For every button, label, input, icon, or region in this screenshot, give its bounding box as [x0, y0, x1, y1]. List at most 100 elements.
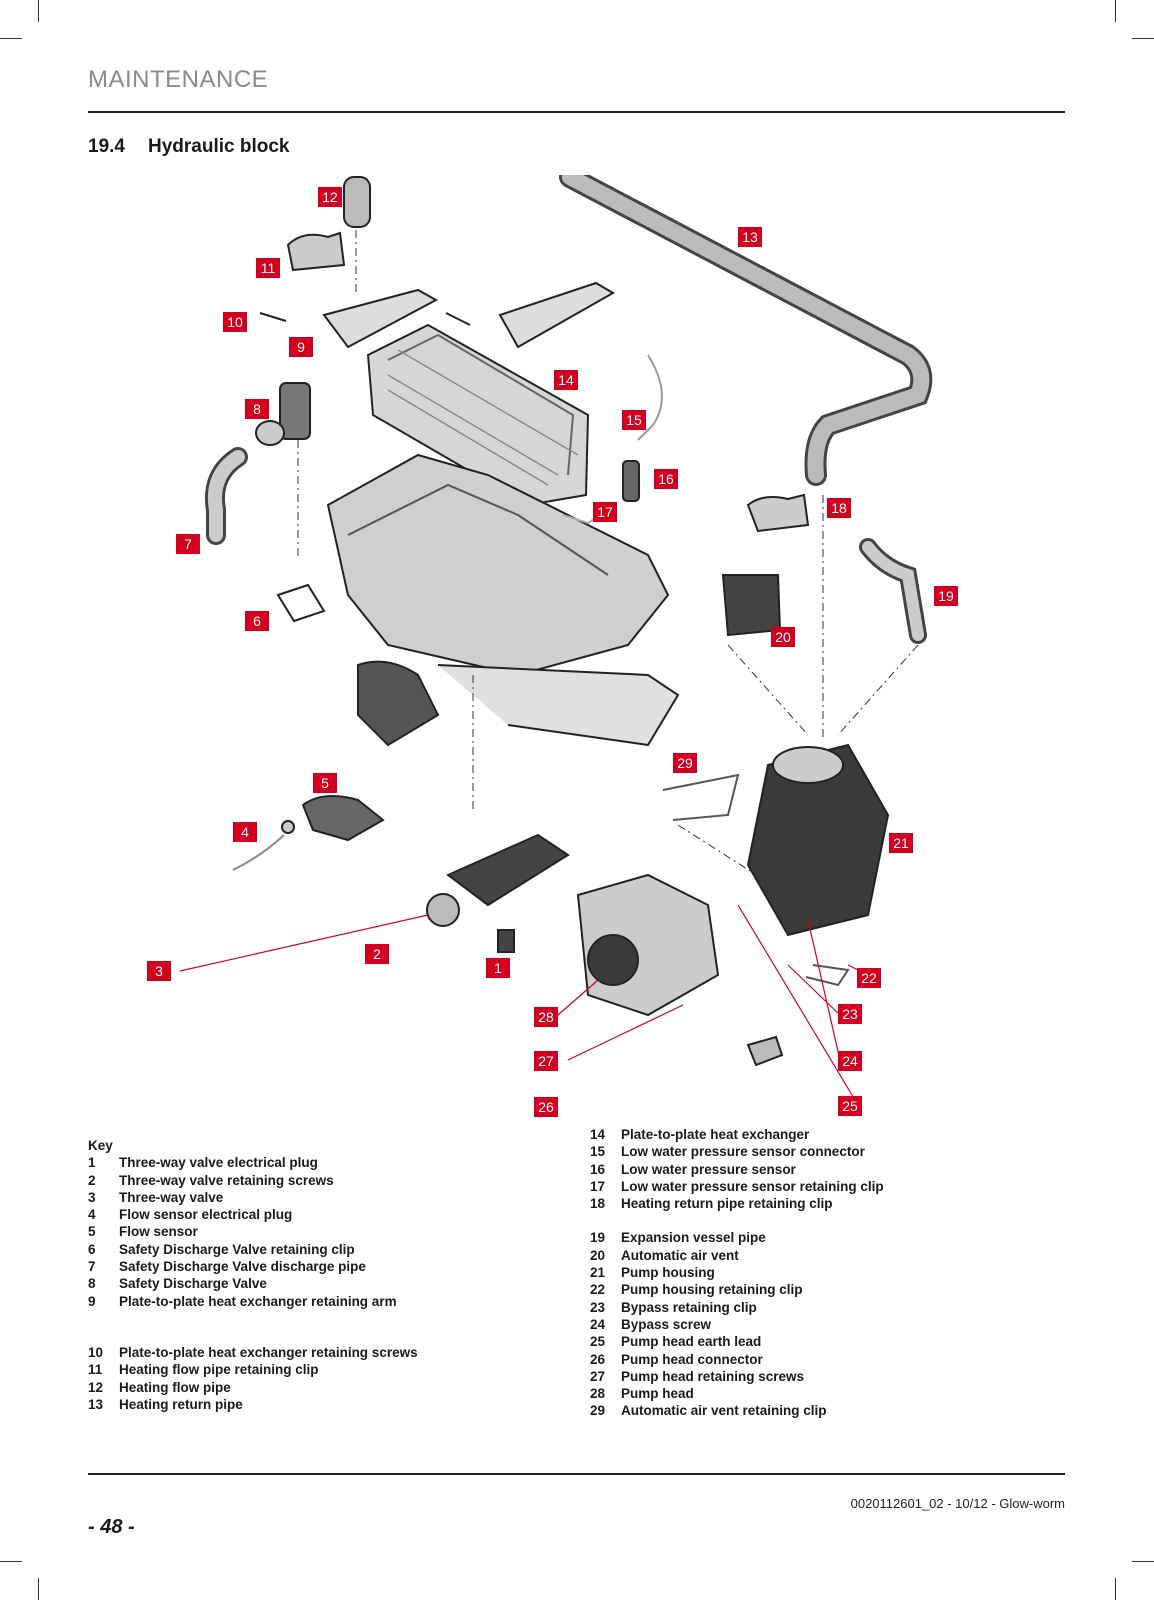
key-number: 21: [590, 1265, 606, 1281]
key-label: Pump head retaining screws: [621, 1368, 805, 1384]
key-label: Automatic air vent retaining clip: [621, 1403, 827, 1419]
callout-15: 15: [622, 410, 646, 430]
key-label: Pump housing retaining clip: [621, 1282, 803, 1298]
key-number: 5: [88, 1224, 96, 1240]
key-item: 23 Bypass retaining clip: [590, 1299, 884, 1316]
callout-27: 27: [534, 1051, 558, 1071]
callout-9: 9: [289, 337, 313, 357]
key-number: 17: [590, 1178, 606, 1194]
key-spacer: [590, 1212, 884, 1229]
key-number: 10: [88, 1344, 104, 1360]
callout-2: 2: [365, 944, 389, 964]
key-label: Plate-to-plate heat exchanger retaining …: [119, 1293, 397, 1309]
key-number: 7: [88, 1259, 96, 1275]
key-item: 25 Pump head earth lead: [590, 1333, 884, 1350]
key-number: 25: [590, 1334, 606, 1350]
key-item: 21 Pump housing: [590, 1264, 884, 1281]
key-label: Flow sensor: [119, 1224, 198, 1240]
callout-1: 1: [486, 958, 510, 978]
key-spacer: [88, 1310, 418, 1344]
key-number: 23: [590, 1299, 606, 1315]
heading-number: 19.4: [88, 136, 125, 157]
key-label: Plate-to-plate heat exchanger retaining …: [119, 1344, 418, 1360]
callout-14: 14: [554, 370, 578, 390]
key-item: 7 Safety Discharge Valve discharge pipe: [88, 1258, 418, 1275]
key-item: 28 Pump head: [590, 1385, 884, 1402]
key-item: 20 Automatic air vent: [590, 1247, 884, 1264]
key-number: 20: [590, 1247, 606, 1263]
key-number: 11: [88, 1362, 103, 1378]
crop-mark: [1132, 38, 1154, 39]
callout-10: 10: [223, 312, 247, 332]
key-number: 14: [590, 1127, 606, 1142]
callout-23: 23: [838, 1004, 862, 1024]
key-label: Bypass retaining clip: [621, 1299, 757, 1315]
hydraulic-block-diagram: [179, 175, 933, 1106]
key-number: 28: [590, 1386, 606, 1402]
key-number: 22: [590, 1282, 606, 1298]
callout-29: 29: [673, 753, 697, 773]
key-label: Pump housing: [621, 1265, 715, 1281]
key-item: 13 Heating return pipe: [88, 1396, 418, 1413]
key-label: Low water pressure sensor: [621, 1161, 796, 1177]
key-label: Flow sensor electrical plug: [119, 1207, 293, 1223]
callout-25: 25: [838, 1096, 862, 1116]
crop-mark: [0, 38, 22, 39]
callout-28: 28: [534, 1007, 558, 1027]
page-number: - 48 -: [88, 1516, 135, 1538]
key-item: 10 Plate-to-plate heat exchanger retainin…: [88, 1344, 418, 1361]
key-number: 16: [590, 1161, 606, 1177]
callout-18: 18: [827, 498, 851, 518]
key-label: Safety Discharge Valve discharge pipe: [119, 1259, 366, 1275]
key-number: 2: [88, 1172, 96, 1188]
key-label: Pump head earth lead: [621, 1334, 762, 1350]
key-label: Automatic air vent: [621, 1247, 739, 1263]
callout-13: 13: [738, 227, 762, 247]
callout-24: 24: [838, 1051, 862, 1071]
key-label: Pump head connector: [621, 1351, 763, 1367]
key-number: 1: [88, 1155, 96, 1171]
key-item: 3 Three-way valve: [88, 1189, 418, 1206]
key-item: 4 Flow sensor electrical plug: [88, 1206, 418, 1223]
crop-mark: [38, 1578, 39, 1600]
key-item: 16 Low water pressure sensor: [590, 1161, 884, 1178]
key-item: 22 Pump housing retaining clip: [590, 1281, 884, 1298]
key-number: 15: [590, 1144, 606, 1160]
document-reference: 0020112601_02 - 10/12 - Glow-worm: [850, 1496, 1065, 1511]
callout-20: 20: [771, 627, 795, 647]
key-number: 13: [88, 1396, 104, 1412]
callout-22: 22: [857, 968, 881, 988]
key-label: Heating return pipe: [119, 1396, 243, 1412]
callout-19: 19: [934, 586, 958, 606]
callout-11: 11: [256, 258, 280, 278]
header-rule: [88, 111, 1065, 113]
key-number: 4: [88, 1207, 96, 1223]
key-item: 29 Automatic air vent retaining clip: [590, 1402, 884, 1419]
key-label: Low water pressure sensor connector: [621, 1144, 865, 1160]
key-label: Three-way valve: [119, 1189, 224, 1205]
crop-mark: [38, 0, 39, 22]
footer-rule: [88, 1473, 1065, 1475]
key-label: Heating return pipe retaining clip: [621, 1196, 833, 1212]
key-number: 3: [88, 1189, 96, 1205]
key-item: 18 Heating return pipe retaining clip: [590, 1195, 884, 1212]
key-item: 27 Pump head retaining screws: [590, 1368, 884, 1385]
callout-26: 26: [534, 1097, 558, 1117]
key-number: 27: [590, 1368, 606, 1384]
key-number: 18: [590, 1196, 606, 1212]
key-number: 12: [88, 1379, 104, 1395]
key-number: 29: [590, 1403, 606, 1419]
callout-6: 6: [245, 611, 269, 631]
key-label: Pump head: [621, 1386, 694, 1402]
